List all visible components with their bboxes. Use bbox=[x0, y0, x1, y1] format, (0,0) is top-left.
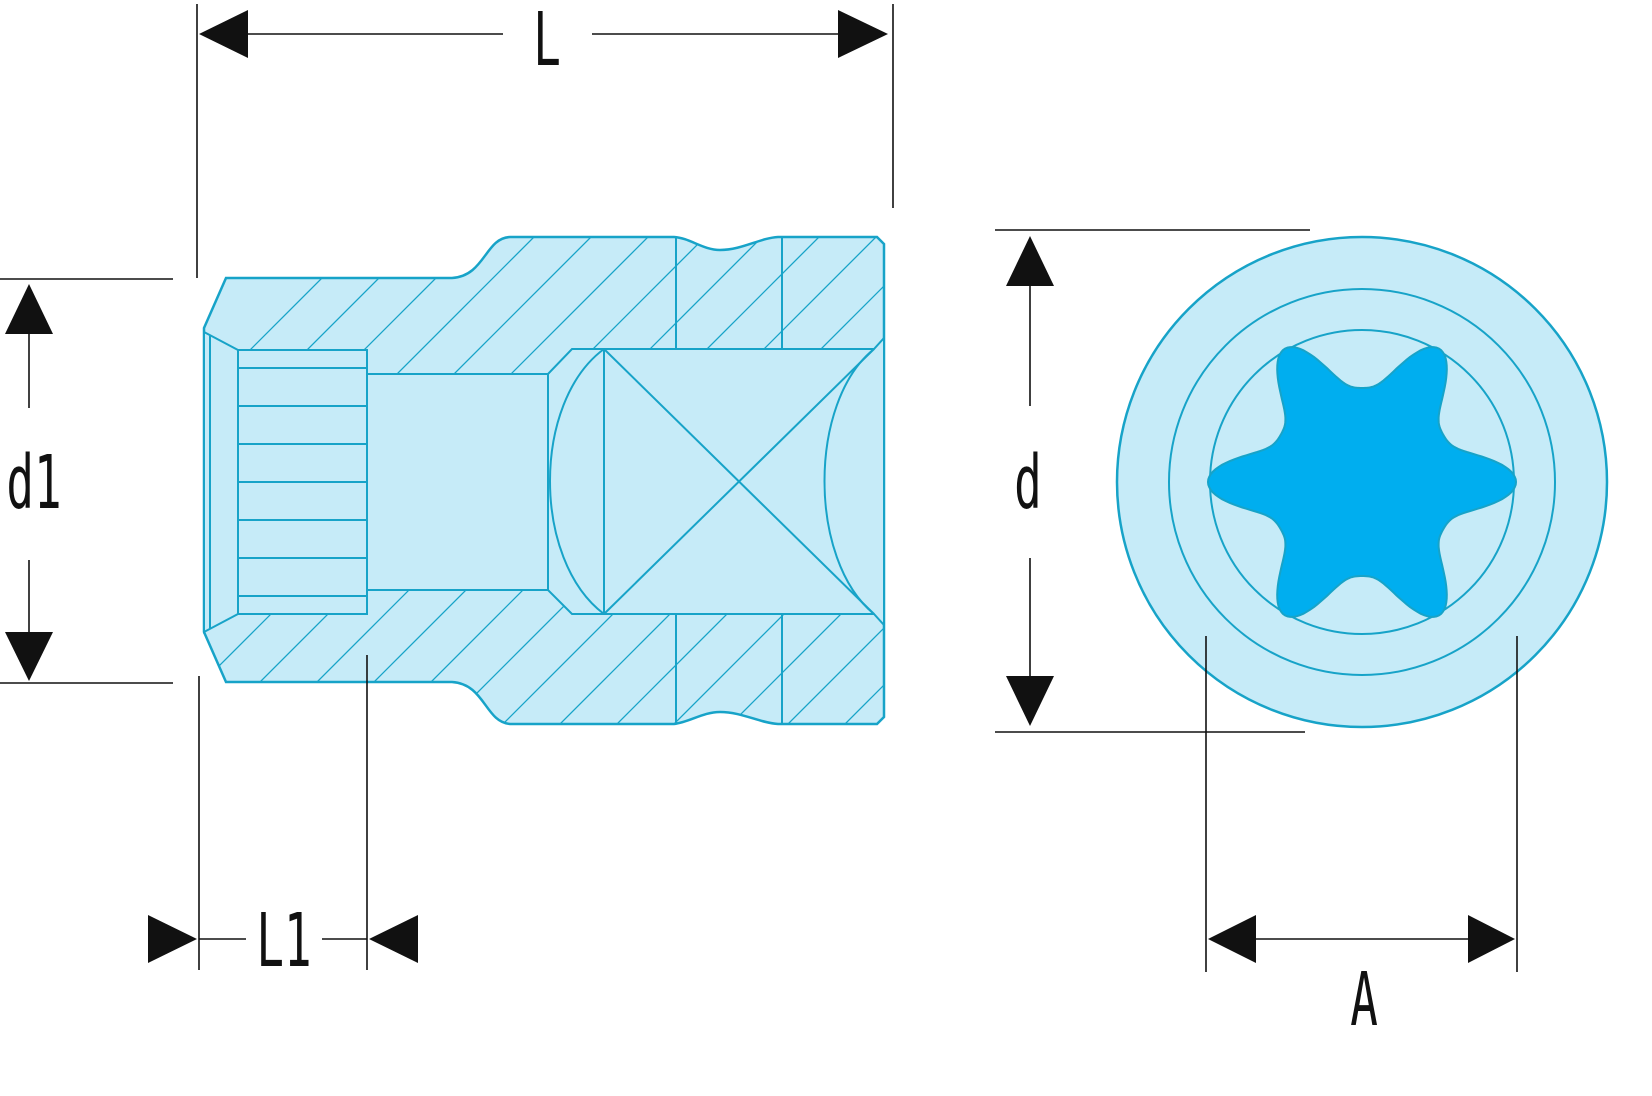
arrow-right-icon bbox=[1468, 915, 1515, 963]
dimension-labels: L d1 L1 d A bbox=[6, 0, 1377, 1043]
torx-spline-region bbox=[209, 336, 549, 628]
socket-side-section bbox=[202, 235, 886, 726]
label-head-diameter: d1 bbox=[6, 439, 61, 526]
label-drive-depth: L1 bbox=[256, 897, 311, 984]
arrow-up-icon bbox=[1006, 236, 1054, 286]
middle-ring bbox=[1168, 288, 1556, 676]
square-drive-region bbox=[549, 237, 875, 724]
label-outer-diameter: d bbox=[1014, 439, 1042, 526]
arrow-right-icon bbox=[148, 915, 197, 963]
arrow-down-icon bbox=[1006, 676, 1054, 726]
hatch-line bbox=[204, 237, 381, 724]
arrow-right-icon bbox=[838, 10, 888, 58]
arrow-left-icon bbox=[1208, 915, 1256, 963]
arrow-left-icon bbox=[199, 10, 248, 58]
dimension-lines bbox=[0, 4, 1518, 972]
arrow-down-icon bbox=[5, 632, 53, 681]
hatch-line bbox=[204, 237, 438, 724]
hatch-line bbox=[691, 237, 884, 724]
dimension-arrowheads bbox=[5, 10, 1515, 963]
torx-star-profile bbox=[1206, 346, 1518, 618]
label-torx-size: A bbox=[1350, 956, 1378, 1043]
socket-end-view bbox=[1115, 235, 1609, 729]
hatch-line bbox=[748, 237, 884, 724]
label-length: L bbox=[533, 0, 561, 83]
arrow-left-icon bbox=[369, 915, 418, 963]
hatch-line bbox=[204, 237, 495, 724]
arrow-up-icon bbox=[5, 284, 53, 334]
